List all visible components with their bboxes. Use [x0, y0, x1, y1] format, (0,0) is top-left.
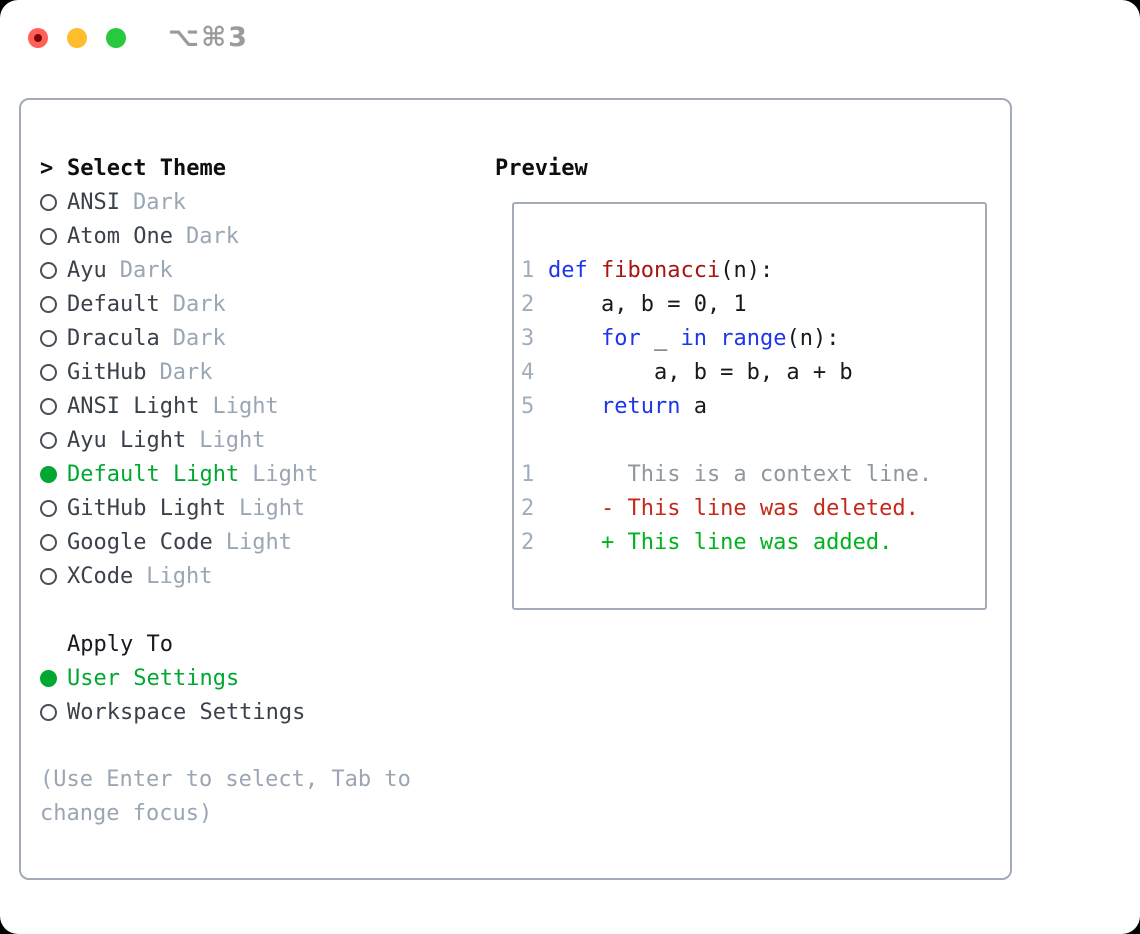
theme-variant-tag: Dark [132, 189, 186, 215]
radio-icon [40, 534, 67, 551]
theme-variant-tag: Light [252, 461, 319, 487]
preview-title: Preview [495, 155, 588, 181]
radio-icon [40, 568, 67, 585]
apply-to-title: Apply To [67, 631, 173, 657]
theme-option-ansi-light[interactable]: ANSI Light Light [40, 389, 492, 423]
theme-name: Atom One [67, 223, 173, 249]
theme-name: Ayu [67, 257, 107, 283]
line-number: 3 [521, 326, 535, 351]
help-text: (Use Enter to select, Tab to change focu… [40, 767, 411, 826]
code-line: 4 a, b = b, a + b [521, 356, 985, 390]
apply-option-user-settings[interactable]: User Settings [40, 661, 492, 695]
theme-option-github[interactable]: GitHub Dark [40, 355, 492, 389]
apply-option-label: Workspace Settings [67, 699, 306, 725]
theme-option-ayu-light[interactable]: Ayu Light Light [40, 423, 492, 457]
line-number: 1 [521, 258, 535, 283]
line-number: 2 [521, 292, 535, 317]
theme-variant-tag: Light [225, 529, 292, 555]
theme-name: Default Light [67, 461, 240, 487]
line-number: 2 [521, 530, 535, 555]
theme-option-default-light[interactable]: Default Light Light [40, 457, 492, 491]
theme-option-atom-one[interactable]: Atom One Dark [40, 219, 492, 253]
theme-option-ayu[interactable]: Ayu Dark [40, 253, 492, 287]
window-title: ⌥⌘3 [168, 22, 249, 53]
theme-name: GitHub [67, 359, 147, 385]
radio-icon [40, 398, 67, 415]
radio-selected-icon [40, 466, 67, 483]
theme-variant-tag: Light [212, 393, 279, 419]
theme-variant-tag: Light [238, 495, 306, 521]
select-theme-header: > Select Theme [40, 151, 492, 185]
line-number: 5 [521, 394, 535, 419]
blank-line [521, 424, 985, 458]
theme-name: GitHub Light [67, 495, 226, 521]
diff-line: 1 This is a context line. [521, 458, 985, 492]
radio-icon [40, 500, 67, 517]
radio-icon [40, 704, 67, 721]
theme-variant-tag: Light [146, 563, 213, 589]
theme-variant-tag: Dark [119, 257, 173, 283]
line-number: 2 [521, 496, 535, 521]
theme-option-xcode[interactable]: XCode Light [40, 559, 492, 593]
theme-variant-tag: Light [199, 427, 266, 453]
theme-name: Google Code [67, 529, 213, 555]
theme-name: Ayu Light [67, 427, 187, 453]
radio-icon [40, 432, 67, 449]
theme-option-default[interactable]: Default Dark [40, 287, 492, 321]
radio-icon [40, 296, 67, 313]
theme-name: Default [67, 291, 160, 317]
theme-option-dracula[interactable]: Dracula Dark [40, 321, 492, 355]
radio-icon [40, 194, 67, 211]
code-line: 3 for _ in range(n): [521, 322, 985, 356]
line-number: 4 [521, 360, 535, 385]
theme-option-ansi[interactable]: ANSI Dark [40, 185, 492, 219]
theme-variant-tag: Dark [159, 359, 213, 385]
spacer [40, 593, 492, 627]
theme-name: ANSI Light [67, 393, 200, 419]
radio-icon [40, 262, 67, 279]
radio-icon [40, 330, 67, 347]
code-line: 5 return a [521, 390, 985, 424]
zoom-button[interactable] [106, 28, 126, 48]
line-number: 1 [521, 462, 535, 487]
apply-to-header: Apply To [40, 627, 492, 661]
theme-variant-tag: Dark [185, 223, 239, 249]
theme-name: Dracula [67, 325, 160, 351]
diff-line: 2 + This line was added. [521, 526, 985, 560]
minimize-button[interactable] [67, 28, 87, 48]
theme-option-google-code[interactable]: Google Code Light [40, 525, 492, 559]
diff-line: 2 - This line was deleted. [521, 492, 985, 526]
close-button[interactable] [28, 28, 48, 48]
spacer [40, 729, 492, 763]
radio-selected-icon [40, 670, 67, 687]
theme-option-github-light[interactable]: GitHub Light Light [40, 491, 492, 525]
select-theme-title: Select Theme [67, 155, 226, 181]
radio-icon [40, 228, 67, 245]
prompt-icon: > [40, 155, 54, 181]
apply-option-label: User Settings [67, 665, 240, 691]
theme-variant-tag: Dark [172, 291, 226, 317]
theme-variant-tag: Dark [172, 325, 226, 351]
code-line: 2 a, b = 0, 1 [521, 288, 985, 322]
theme-name: XCode [67, 563, 134, 589]
apply-option-workspace-settings[interactable]: Workspace Settings [40, 695, 492, 729]
theme-name: ANSI [67, 189, 120, 215]
radio-icon [40, 364, 67, 381]
